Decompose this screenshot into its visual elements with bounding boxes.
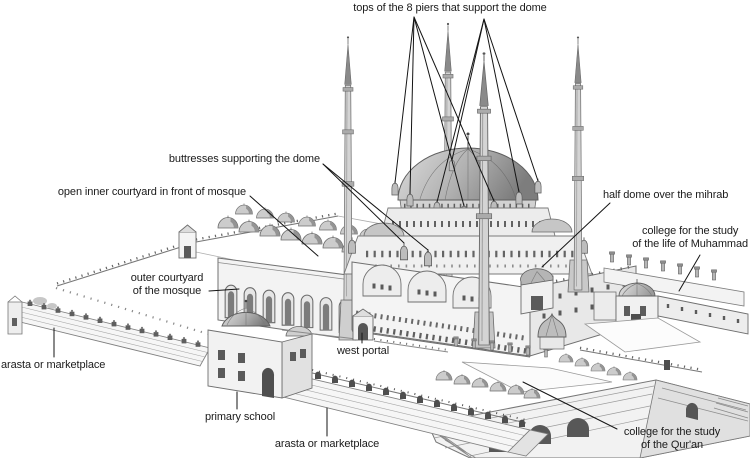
label-outer-courtyard-line2: of the mosque xyxy=(132,284,202,297)
west-portal xyxy=(281,308,449,353)
college-quran xyxy=(435,312,638,399)
minaret-east xyxy=(567,36,590,293)
label-west-portal: west portal xyxy=(336,345,390,357)
primary-school xyxy=(207,299,313,399)
label-college-muhammad-line1: college for the study xyxy=(641,225,739,237)
mosque-upper-tiers xyxy=(343,207,593,275)
label-primary-school: primary school xyxy=(204,411,276,423)
label-buttresses: buttresses supporting the dome xyxy=(168,153,320,165)
minaret-south xyxy=(472,51,496,349)
mosque-west-facade xyxy=(351,261,531,358)
label-piers: tops of the 8 piers that support the dom… xyxy=(353,2,547,14)
label-arasta-south: arasta or marketplace xyxy=(274,438,380,450)
label-outer-courtyard-line1: outer courtyard xyxy=(130,272,204,284)
label-college-quran-line2: of the Qur'an xyxy=(641,438,703,451)
label-inner-courtyard: open inner courtyard in front of mosque xyxy=(57,186,246,198)
label-outer-courtyard: outer courtyard of the mosque xyxy=(130,272,204,297)
mihrab-half-dome xyxy=(520,268,554,315)
label-college-quran: college for the study of the Qur'an xyxy=(624,426,720,451)
label-half-dome: half dome over the mihrab xyxy=(603,189,729,201)
college-muhammad xyxy=(579,251,749,373)
label-arasta-west: arasta or marketplace xyxy=(1,359,106,371)
arasta-west xyxy=(7,286,229,367)
label-college-muhammad: college for the study of the life of Muh… xyxy=(632,225,748,250)
gate-tower xyxy=(178,224,197,259)
leader-lines xyxy=(53,16,701,437)
label-college-quran-line1: college for the study xyxy=(623,426,721,438)
label-college-muhammad-line2: of the life of Muhammad xyxy=(632,237,748,250)
